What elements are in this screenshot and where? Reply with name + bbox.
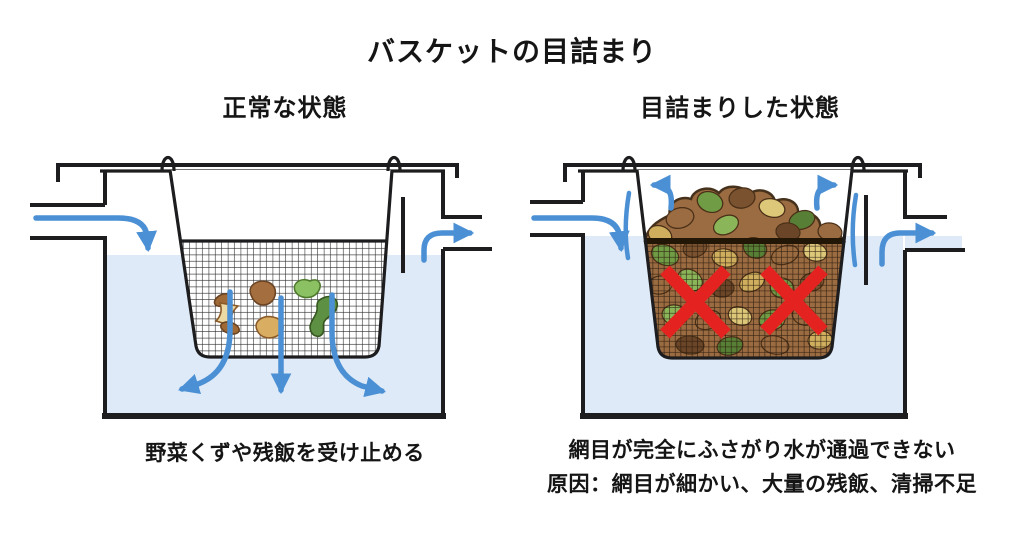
overflow-arrow-left-icon [649,174,675,211]
clogged-diagram [530,155,965,419]
inflow-arrow-icon [33,215,158,253]
outflow-arrow-icon [879,222,937,267]
normal-caption: 野菜くずや残飯を受け止める [145,442,425,465]
overflow-arrow-right-icon [813,174,839,211]
outflow-arrow-icon [421,222,475,263]
food-scraps [213,278,339,339]
water-rise-lines [623,190,859,268]
blocked-x-icon [660,265,828,339]
scrap-brown [249,280,277,306]
basket-mesh [637,239,852,358]
downflow-arrows-icon [178,289,387,398]
basket-handles [160,155,402,172]
normal-diagram [30,155,492,419]
basket-handles [621,155,866,172]
page-title: バスケットの目詰まり [366,36,657,67]
inflow-arrow-icon [531,215,630,253]
scrap-green-light [293,278,321,299]
clogged-caption: 網目が完全にふさがり水が通過できない 原因：網目が細かい、大量の残飯、清掃不足 [512,434,1012,502]
normal-subtitle: 正常な状態 [222,95,348,122]
clogged-subtitle: 目詰まりした状態 [640,95,840,122]
clogged-caption-line2: 原因：網目が細かい、大量の残飯、清掃不足 [547,473,977,496]
clogged-caption-line1: 網目が完全にふさがり水が通過できない [568,439,956,462]
